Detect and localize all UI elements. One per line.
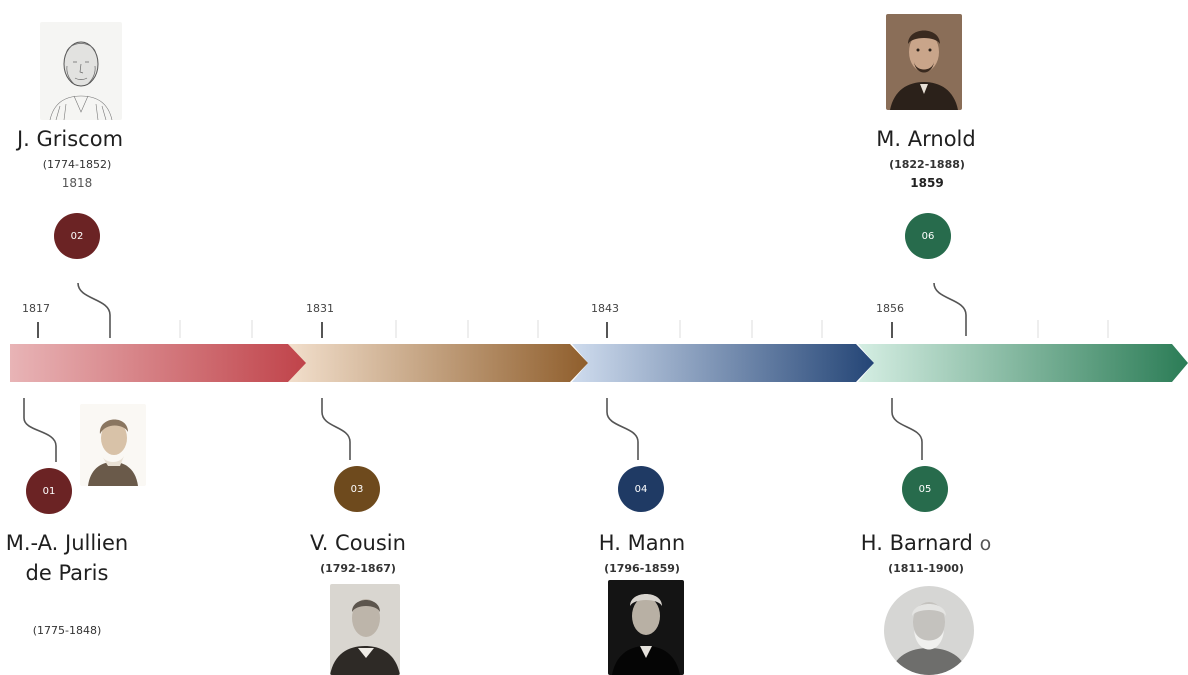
axis-year-1817: 1817 (22, 302, 50, 315)
axis-major-ticks (37, 322, 893, 338)
portrait-arnold (886, 14, 962, 110)
person-dates-jullien: (1775-1848) (32, 624, 102, 637)
badge-04: 04 (618, 466, 664, 512)
person-name-suffix: o (979, 533, 992, 555)
person-name-griscom: J. Griscom (16, 127, 124, 151)
portrait-griscom (40, 22, 122, 120)
band-segment-4 (858, 344, 1188, 382)
person-name-arnold: M. Arnold (876, 127, 976, 151)
badge-03: 03 (334, 466, 380, 512)
portrait-barnard (884, 586, 974, 675)
badge-06: 06 (905, 213, 951, 259)
connectors (23, 282, 967, 462)
person-year-arnold: 1859 (910, 176, 944, 190)
person-name-barnard-row: H. Barnard o (846, 528, 1006, 559)
person-dates-cousin: (1792-1867) (320, 562, 396, 575)
axis-year-1831: 1831 (306, 302, 334, 315)
band-segment-2 (288, 344, 588, 382)
person-dates-barnard: (1811-1900) (888, 562, 964, 575)
person-name-mann: H. Mann (598, 531, 686, 555)
axis-year-1856: 1856 (876, 302, 904, 315)
person-name-jullien: M.-A. Jullien de Paris (5, 531, 129, 585)
person-year-griscom: 1818 (61, 176, 93, 190)
person-name-cousin: V. Cousin (310, 531, 406, 555)
band-segment-1 (10, 344, 306, 382)
portrait-cousin (330, 584, 400, 675)
axis-ticks (179, 320, 1109, 338)
band-segment-3 (572, 344, 874, 382)
person-dates-mann: (1796-1859) (604, 562, 680, 575)
person-dates-griscom: (1774-1852) (42, 158, 112, 171)
person-name-barnard: H. Barnard (860, 531, 973, 555)
portrait-mann (608, 580, 684, 675)
person-dates-arnold: (1822-1888) (889, 158, 965, 171)
badge-05: 05 (902, 466, 948, 512)
badge-01: 01 (26, 468, 72, 514)
portrait-jullien (80, 404, 146, 486)
axis-year-1843: 1843 (591, 302, 619, 315)
badge-02: 02 (54, 213, 100, 259)
